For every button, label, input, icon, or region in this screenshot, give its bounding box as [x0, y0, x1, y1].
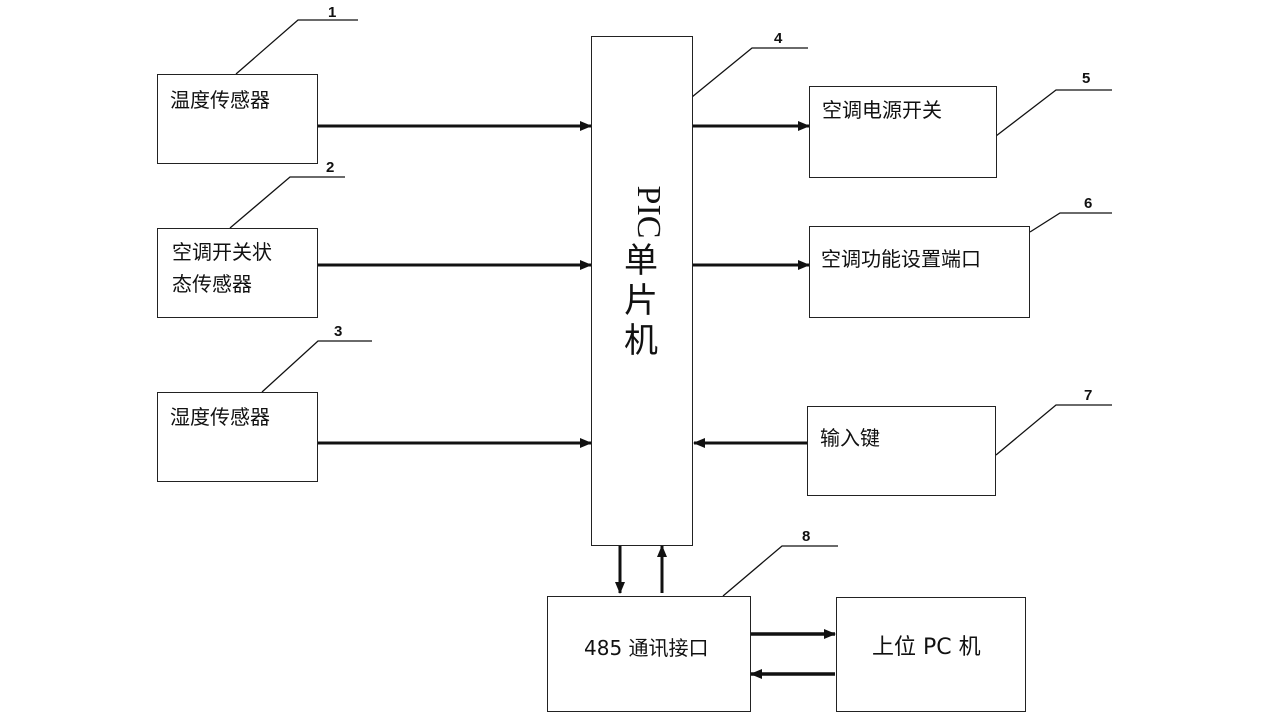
leader-6 — [1029, 212, 1112, 233]
callout-number-7: 7 — [1084, 387, 1093, 404]
ac-switch-state-label-line2: 态传感器 — [172, 272, 252, 296]
leader-3 — [261, 340, 372, 393]
mcu-char-3: 机 — [624, 323, 658, 360]
ac-power-switch-label: 空调电源开关 — [822, 98, 942, 122]
ac-function-port-label: 空调功能设置端口 — [821, 247, 981, 271]
leader-5 — [995, 89, 1112, 137]
leader-4 — [691, 47, 808, 98]
host-pc-label: 上位 PC 机 — [872, 635, 981, 660]
ac-power-switch-box — [809, 86, 997, 178]
humidity-sensor-label: 湿度传感器 — [170, 405, 270, 429]
callout-number-1: 1 — [328, 4, 337, 21]
temp-sensor-box — [157, 74, 318, 164]
input-key-label: 输入键 — [820, 426, 880, 450]
rs485-interface-box — [547, 596, 751, 712]
humidity-sensor-box — [157, 392, 318, 482]
leader-7 — [995, 404, 1112, 456]
ac-switch-state-sensor-box — [157, 228, 318, 318]
host-pc-box — [836, 597, 1026, 712]
ac-switch-state-label-line1: 空调开关状 — [172, 240, 272, 264]
callout-number-4: 4 — [774, 30, 783, 47]
temp-sensor-label: 温度传感器 — [170, 88, 270, 112]
mcu-char-1: 单 — [624, 243, 658, 280]
leader-1 — [235, 19, 358, 75]
input-key-box — [807, 406, 996, 496]
callout-number-6: 6 — [1084, 195, 1093, 212]
callout-number-5: 5 — [1082, 70, 1091, 87]
pic-mcu-label: PIC 单 片 机 — [611, 182, 671, 362]
callout-number-3: 3 — [334, 323, 343, 340]
mcu-char-2: 片 — [624, 283, 658, 320]
rs485-interface-label: 485 通讯接口 — [584, 636, 709, 660]
callout-number-2: 2 — [326, 159, 335, 176]
ac-function-port-box — [809, 226, 1030, 318]
leader-8 — [722, 545, 838, 597]
callout-number-8: 8 — [802, 528, 811, 545]
mcu-pic-text: PIC — [630, 185, 667, 239]
pic-mcu-box — [591, 36, 693, 546]
leader-2 — [229, 176, 345, 229]
